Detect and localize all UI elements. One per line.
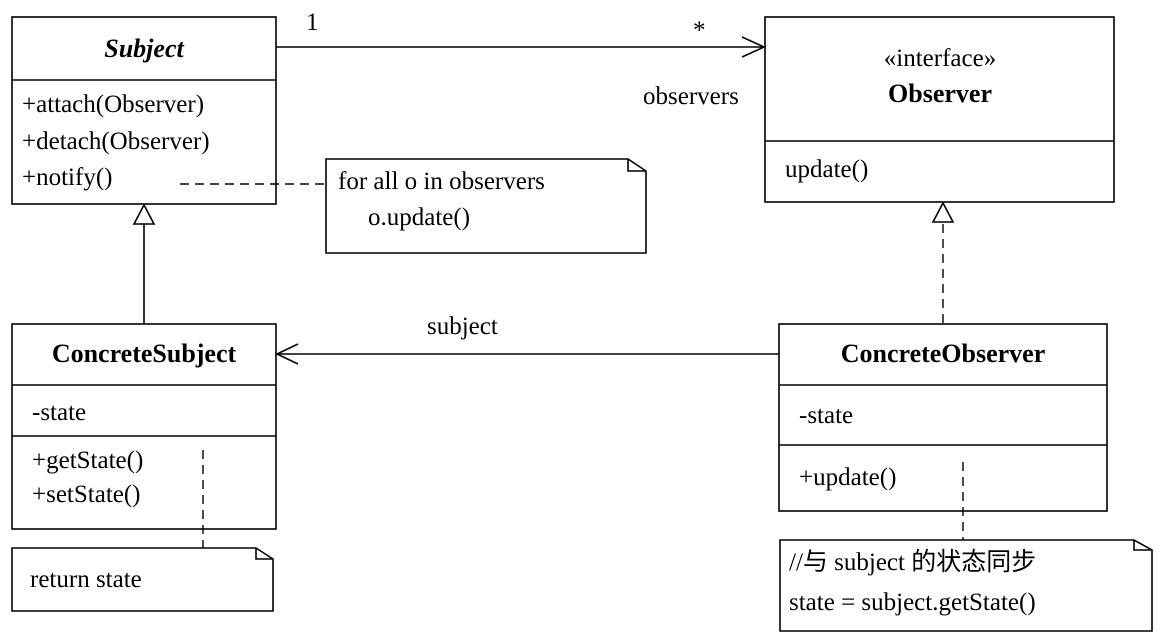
- note-update-line-1: //与 subject 的状态同步: [789, 548, 1036, 576]
- association-observers-role: observers: [643, 83, 739, 110]
- association-source-multiplicity: 1: [306, 9, 319, 36]
- note-update: //与 subject 的状态同步 state = subject.getSta…: [779, 462, 1153, 632]
- note-notify: for all o in observers o.update(): [180, 158, 647, 254]
- concrete-subject-attribute-state: -state: [32, 399, 86, 426]
- note-update-line-2: state = subject.getState(): [789, 589, 1036, 616]
- note-get-state: return state: [11, 450, 274, 612]
- note-notify-line-1: for all o in observers: [338, 168, 545, 195]
- realization-observer: [931, 201, 955, 323]
- concrete-subject-operation-getstate: +getState(): [32, 447, 143, 474]
- note-notify-box: [325, 158, 647, 254]
- note-get-state-fold: [255, 548, 273, 560]
- concrete-subject-class-box: [11, 323, 277, 530]
- note-update-box: [779, 539, 1153, 632]
- concrete-observer-attribute-state: -state: [799, 402, 853, 429]
- concrete-subject-operation-setstate: +setState(): [32, 481, 141, 508]
- note-update-fold: [1133, 540, 1152, 551]
- observer-stereotype: «interface»: [884, 45, 996, 72]
- association-subject-arrowhead: [275, 343, 299, 365]
- concrete-subject-class[interactable]: ConcreteSubject -state +getState() +setS…: [11, 323, 277, 530]
- concrete-observer-class-name: ConcreteObserver: [841, 339, 1046, 368]
- concrete-observer-operation-update: +update(): [799, 464, 896, 491]
- subject-class-name: Subject: [104, 34, 184, 63]
- subject-class-box: [11, 16, 277, 205]
- generalization-subject: [132, 203, 156, 323]
- note-get-state-box: [11, 547, 274, 612]
- concrete-observer-class-box: [778, 323, 1108, 512]
- subject-class[interactable]: Subject +attach(Observer) +detach(Observ…: [11, 16, 277, 205]
- generalization-subject-triangle: [132, 203, 156, 225]
- concrete-subject-class-name: ConcreteSubject: [52, 339, 237, 368]
- note-get-state-line-1: return state: [30, 566, 142, 593]
- observer-interface-name: Observer: [888, 79, 992, 108]
- note-notify-line-2: o.update(): [368, 204, 470, 231]
- association-target-multiplicity: *: [693, 17, 706, 44]
- subject-operation-attach: +attach(Observer): [22, 91, 204, 118]
- subject-operation-notify: +notify(): [22, 164, 112, 191]
- association-observers-arrowhead: [741, 36, 766, 58]
- realization-observer-triangle: [931, 201, 955, 223]
- note-notify-fold: [627, 159, 646, 172]
- subject-operation-detach: +detach(Observer): [22, 128, 210, 155]
- association-subject: subject: [275, 313, 779, 365]
- observer-interface[interactable]: «interface» Observer update(): [764, 16, 1115, 203]
- concrete-observer-class[interactable]: ConcreteObserver -state +update(): [778, 323, 1108, 512]
- association-observers: 1 * observers: [276, 9, 766, 110]
- observer-interface-box: [764, 16, 1115, 203]
- association-subject-role: subject: [427, 313, 498, 340]
- observer-operation-update: update(): [785, 156, 868, 183]
